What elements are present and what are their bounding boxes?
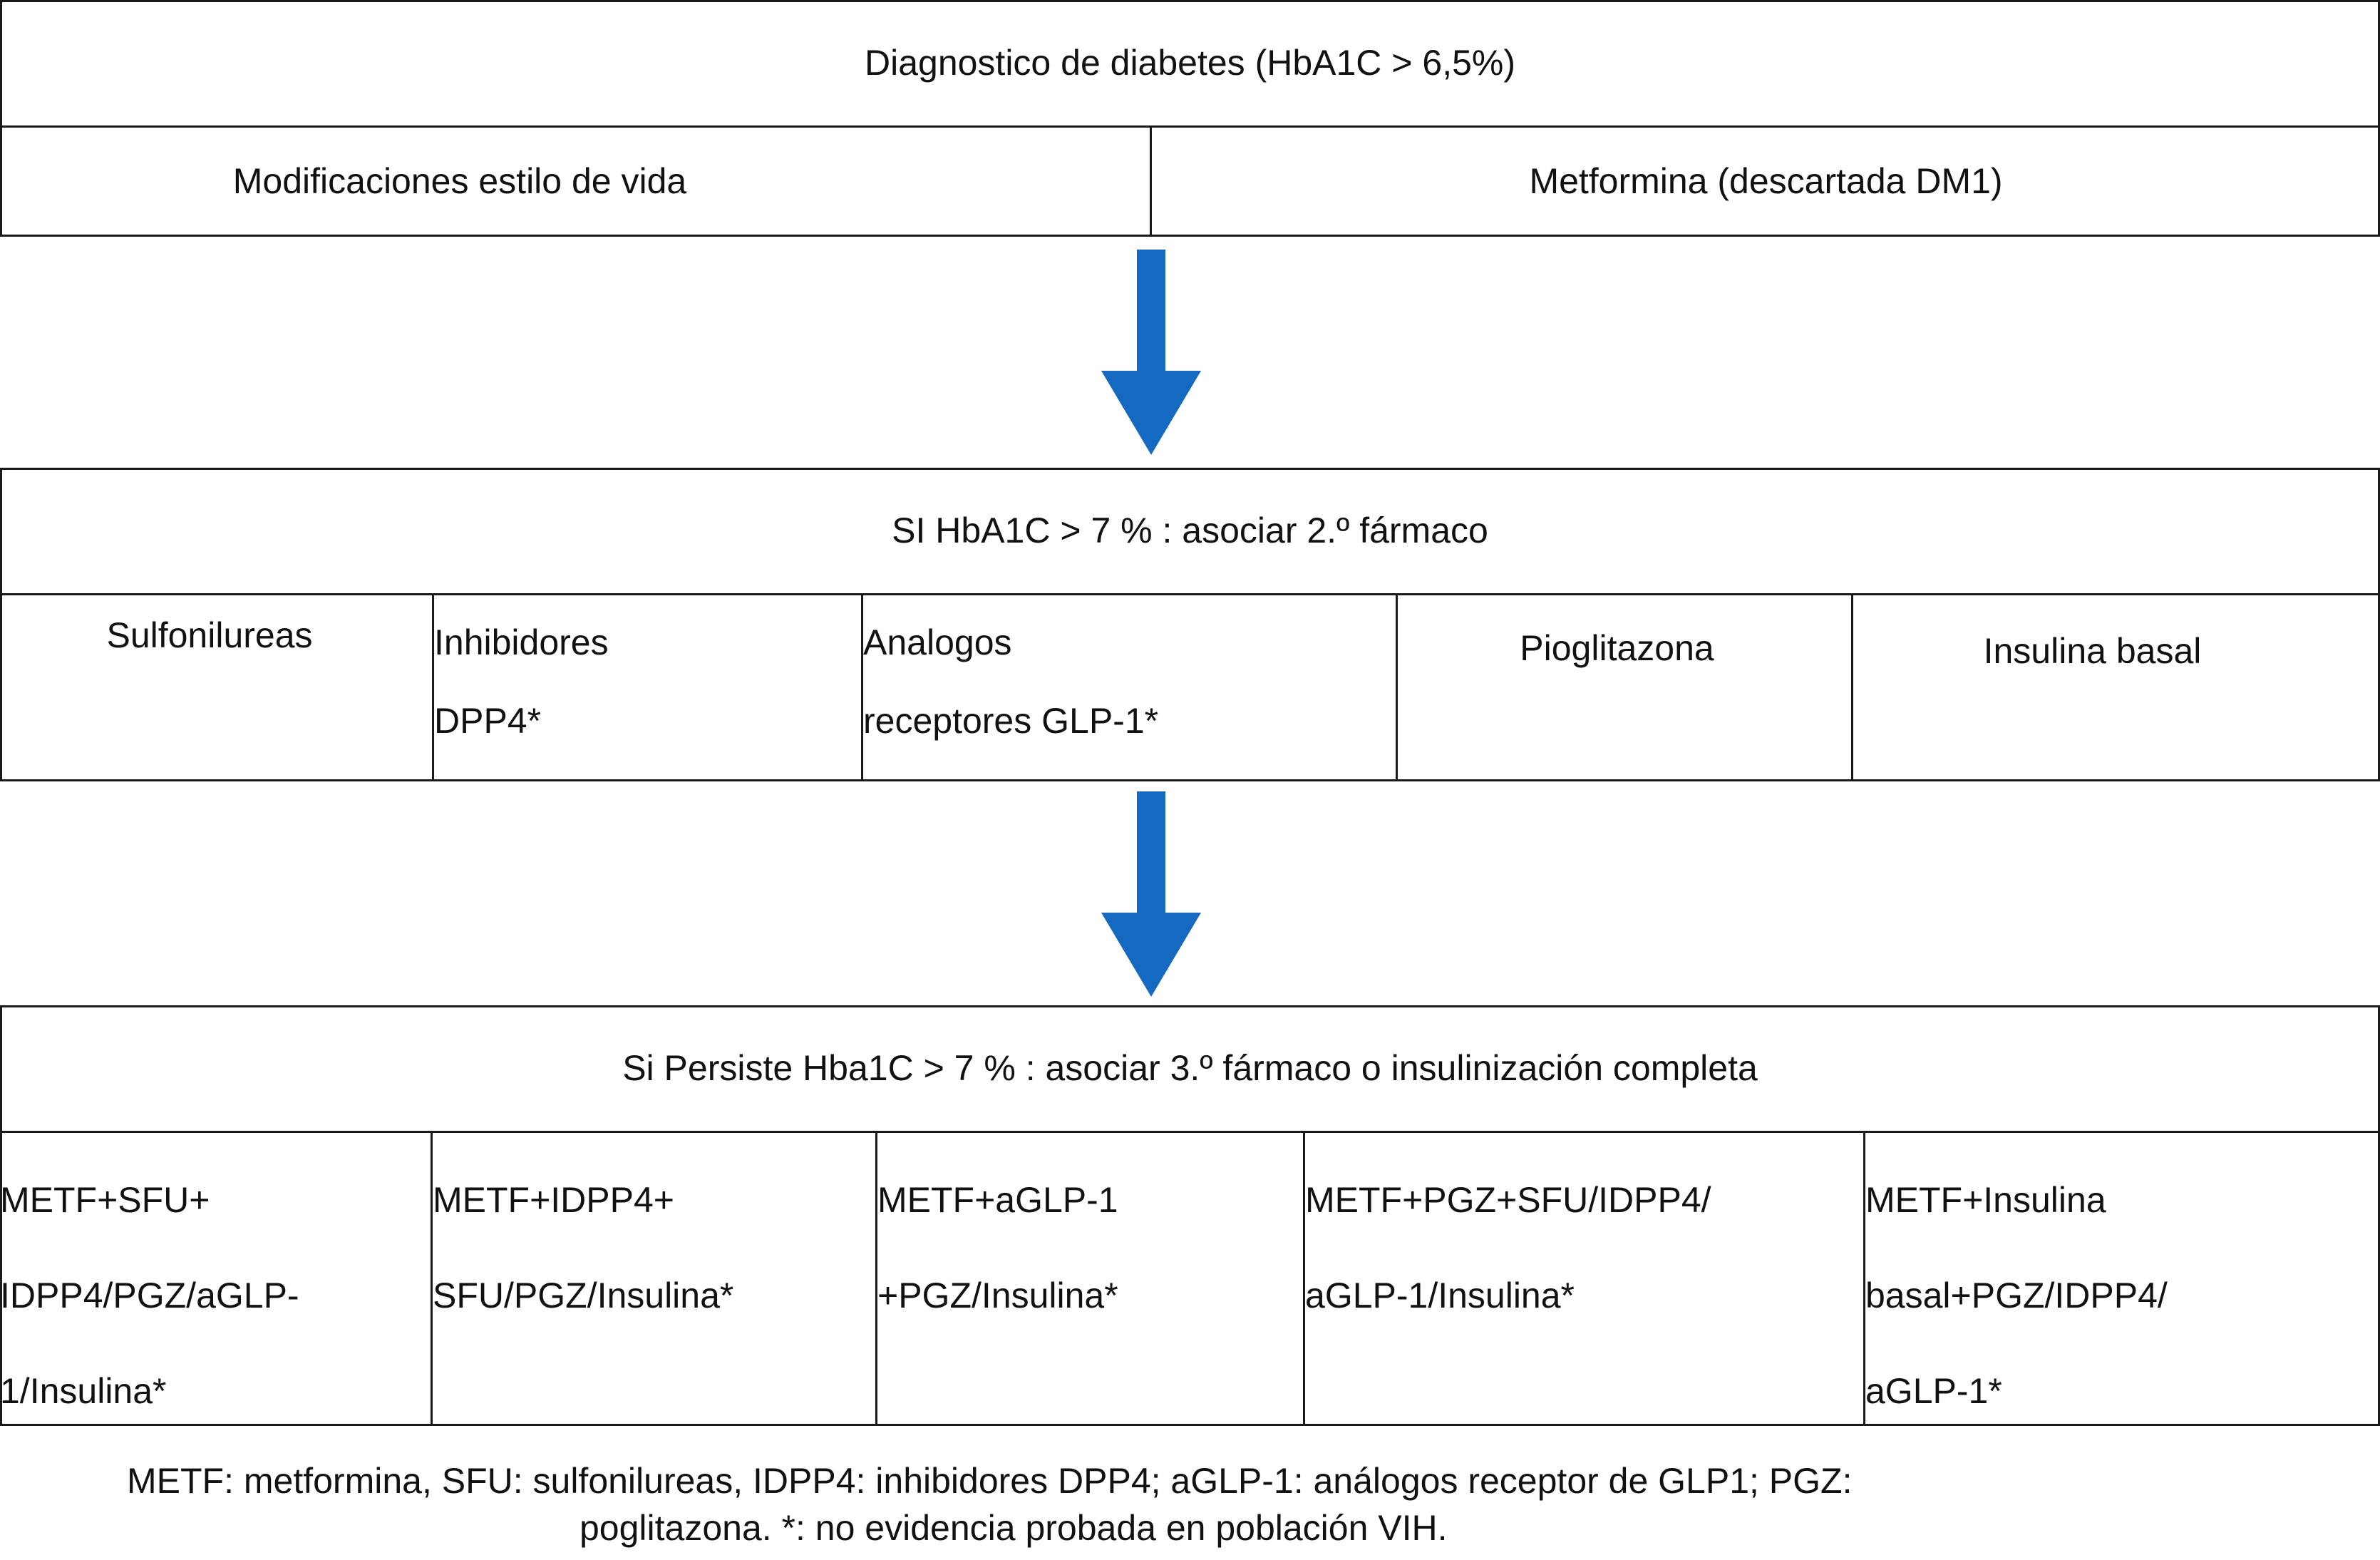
down-arrow-icon xyxy=(1101,250,1201,455)
cell-text-line1: METF+aGLP-1 xyxy=(877,1180,1118,1220)
down-arrow-icon xyxy=(1101,791,1201,997)
combo-cell-2: METF+IDPP4+ SFU/PGZ/Insulina* xyxy=(433,1152,875,1426)
cell-text-line2: SFU/PGZ/Insulina* xyxy=(433,1276,734,1315)
third-drug-col-divider-4 xyxy=(1863,1131,1865,1426)
second-drug-col-divider-3 xyxy=(1396,593,1398,781)
cell-text: Insulina basal xyxy=(1983,631,2202,671)
third-drug-divider xyxy=(0,1131,2380,1133)
basal-insulin-cell: Insulina basal xyxy=(1853,630,2332,781)
second-drug-box xyxy=(0,468,2380,781)
dpp4-inhibitors-cell: Inhibidores DPP4* xyxy=(434,603,861,781)
down-arrow-icon-shape xyxy=(1101,250,1201,455)
cell-text-line1: METF+PGZ+SFU/IDPP4/ xyxy=(1305,1180,1711,1220)
cell-text: Pioglitazona xyxy=(1520,628,1714,668)
third-drug-box xyxy=(0,1005,2380,1426)
second-drug-col-divider-2 xyxy=(861,593,863,781)
cell-text-line2: DPP4* xyxy=(434,701,542,741)
cell-text-line3: 1/Insulina* xyxy=(0,1371,167,1411)
second-drug-divider xyxy=(0,593,2380,595)
cell-text-line1: Analogos xyxy=(863,622,1012,662)
second-drug-col-divider-1 xyxy=(432,593,434,781)
cell-text-line1: Inhibidores xyxy=(434,622,609,662)
cell-text-line2: receptores GLP-1* xyxy=(863,701,1159,741)
third-drug-col-divider-1 xyxy=(431,1131,433,1426)
cell-text-line1: METF+SFU+ xyxy=(0,1180,210,1220)
cell-text-line2: aGLP-1/Insulina* xyxy=(1305,1276,1575,1315)
glp1-analogs-cell: Analogos receptores GLP-1* xyxy=(863,603,1396,781)
combo-cell-4: METF+PGZ+SFU/IDPP4/ aGLP-1/Insulina* xyxy=(1305,1152,1863,1426)
pioglitazone-cell: Pioglitazona xyxy=(1398,627,1836,781)
cell-text: Sulfonilureas xyxy=(106,615,313,655)
sulfonylureas-cell: Sulfonilureas xyxy=(0,615,419,781)
cell-text-line2: +PGZ/Insulina* xyxy=(877,1276,1118,1315)
cell-text-line2: IDPP4/PGZ/aGLP- xyxy=(0,1276,299,1315)
second-drug-col-divider-4 xyxy=(1851,593,1853,781)
combo-cell-3: METF+aGLP-1 +PGZ/Insulina* xyxy=(877,1152,1303,1426)
legend-line-2: poglitazona. *: no evidencia probada en … xyxy=(579,1508,1448,1548)
diagnosis-divider xyxy=(0,125,2380,128)
down-arrow-icon-shape xyxy=(1101,791,1201,997)
third-drug-col-divider-3 xyxy=(1303,1131,1305,1426)
cell-text-line1: METF+Insulina xyxy=(1865,1180,2106,1220)
cell-text-line1: METF+IDPP4+ xyxy=(433,1180,674,1220)
legend-line-1: METF: metformina, SFU: sulfonilureas, ID… xyxy=(127,1461,1853,1501)
third-drug-header: Si Persiste Hba1C > 7 % : asociar 3.º fá… xyxy=(622,1048,1758,1088)
combo-cell-5: METF+Insulina basal+PGZ/IDPP4/ aGLP-1* xyxy=(1865,1152,2380,1426)
third-drug-col-divider-2 xyxy=(875,1131,877,1426)
second-drug-header: SI HbA1C > 7 % : asociar 2.º fármaco xyxy=(892,510,1488,550)
metformin-cell: Metformina (descartada DM1) xyxy=(1529,161,2003,201)
diagnosis-column-divider xyxy=(1150,125,1152,237)
cell-text-line3: aGLP-1* xyxy=(1865,1371,2002,1411)
lifestyle-cell: Modificaciones estilo de vida xyxy=(232,161,687,201)
diagnosis-box xyxy=(0,0,2380,237)
combo-cell-1: METF+SFU+ IDPP4/PGZ/aGLP- 1/Insulina* xyxy=(0,1152,431,1426)
diagnosis-header: Diagnostico de diabetes (HbA1C > 6,5%) xyxy=(864,43,1515,83)
cell-text-line2: basal+PGZ/IDPP4/ xyxy=(1865,1276,2168,1315)
